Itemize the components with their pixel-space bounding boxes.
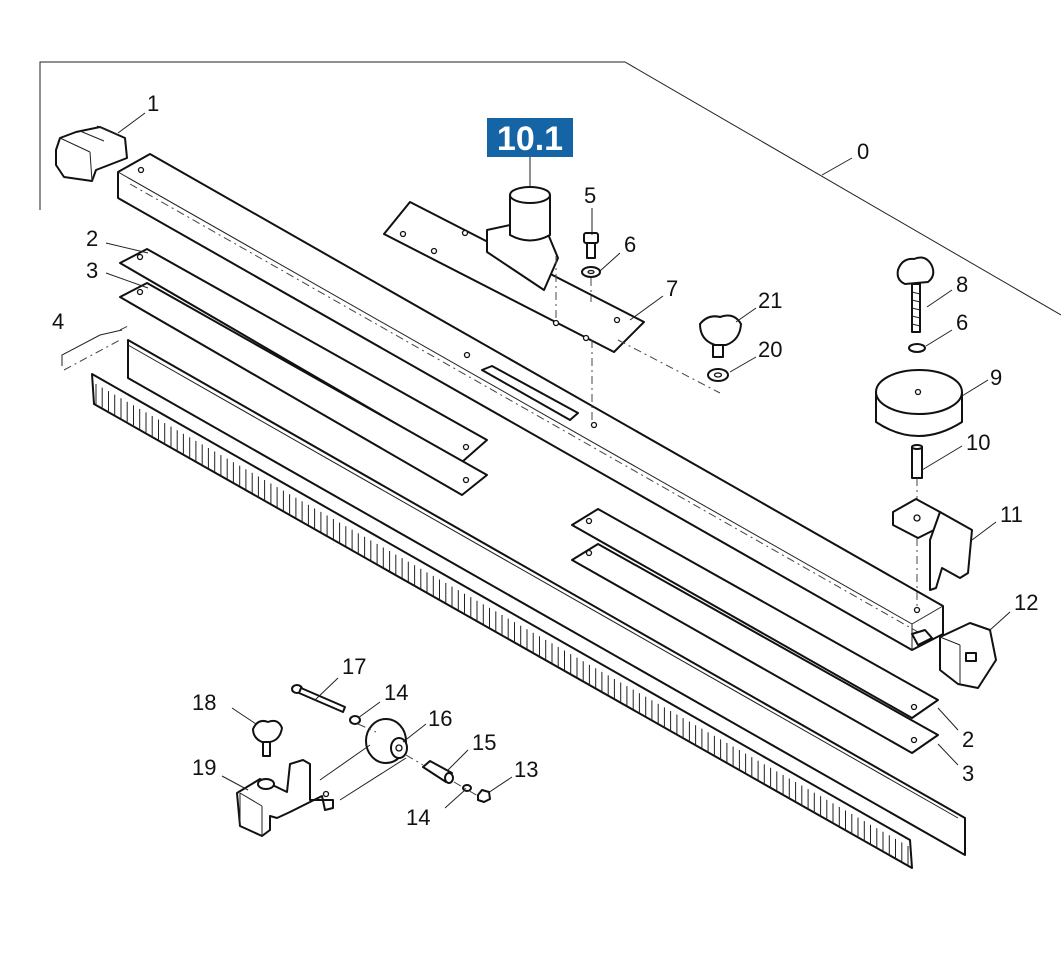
part-16-roller	[365, 718, 408, 764]
reference-badge-text: 10.1	[497, 120, 563, 158]
part-13-nut	[477, 789, 491, 803]
part-12-end-cap	[939, 622, 997, 689]
callout-2-left: 2	[86, 226, 98, 251]
callout-21: 21	[758, 288, 782, 313]
part-14-washer-top	[349, 715, 361, 725]
part-7-mounting-plate	[383, 186, 721, 424]
callout-15: 15	[472, 730, 496, 755]
callout-7: 7	[666, 276, 678, 301]
reference-badge[interactable]: 10.1	[487, 118, 573, 190]
part-11-bracket	[892, 498, 973, 610]
part-21-wing-knob	[699, 314, 742, 358]
callout-9: 9	[990, 365, 1002, 390]
part-6-washer-right	[908, 343, 926, 353]
callout-20: 20	[758, 337, 782, 362]
part-18-wing-knob	[252, 719, 283, 757]
callout-4: 4	[52, 309, 64, 334]
callout-11: 11	[1000, 502, 1023, 527]
part-17-long-screw	[291, 684, 346, 713]
callout-10: 10	[966, 430, 990, 455]
part-8-knob-screw	[896, 256, 935, 333]
part-20-washer	[707, 368, 729, 382]
part-19-clamp-bracket	[236, 744, 407, 837]
callout-leaders	[105, 112, 1011, 809]
callout-3-right: 3	[962, 761, 974, 786]
callout-18: 18	[192, 690, 216, 715]
main-beam	[117, 153, 944, 651]
callout-8: 8	[956, 272, 968, 297]
callout-6-top: 6	[624, 232, 636, 257]
callout-5: 5	[584, 183, 596, 208]
callout-19: 19	[192, 755, 216, 780]
callout-0: 0	[857, 139, 869, 164]
part-3-strip-right	[571, 543, 939, 754]
part-6-washer	[581, 266, 601, 278]
callout-14-bottom: 14	[406, 805, 430, 830]
callout-13: 13	[514, 757, 538, 782]
part-4-toothed-rack	[61, 324, 913, 869]
callout-1: 1	[147, 91, 159, 116]
callout-labels: 0 1 2 3 4 5 6 7 21 20 8 6 9 10 11 12 2 3…	[52, 91, 1038, 830]
part-10-pin	[911, 444, 923, 500]
callout-16: 16	[428, 706, 452, 731]
part-14-washer-bottom	[462, 784, 472, 792]
callout-6-right: 6	[956, 310, 968, 335]
callout-12: 12	[1014, 590, 1038, 615]
callout-17: 17	[342, 654, 366, 679]
part-2-strip-right	[571, 508, 939, 719]
part-5-screw	[583, 232, 599, 259]
part-4-cover-strip	[127, 339, 966, 856]
assembly-boundary	[39, 61, 1061, 316]
part-9-round-weight	[875, 369, 963, 437]
callout-14-top: 14	[384, 680, 408, 705]
part-15-spacer	[422, 760, 454, 784]
part-3-strip-left	[119, 282, 488, 496]
part-1-end-cap	[55, 125, 128, 182]
callout-2-right: 2	[962, 727, 974, 752]
callout-3-left: 3	[86, 258, 98, 283]
